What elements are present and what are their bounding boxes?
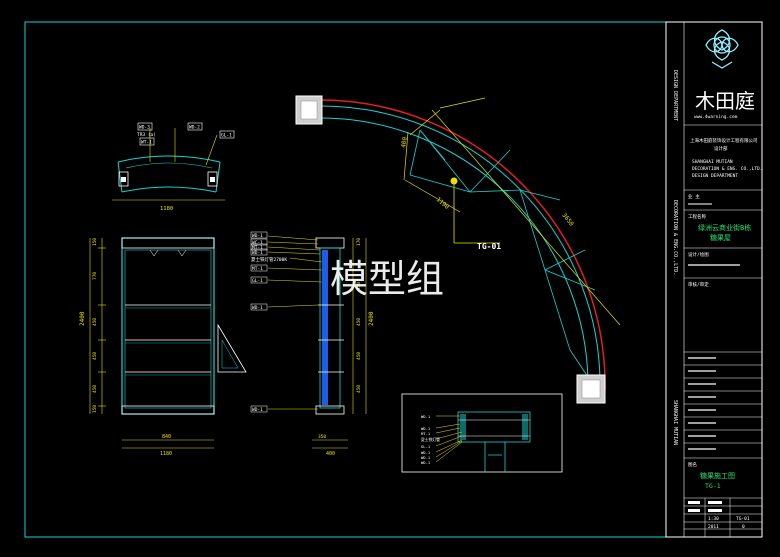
svg-text:SHANGHAI MUTIAN: SHANGHAI MUTIAN <box>692 159 733 165</box>
svg-text:WT-1: WT-1 <box>141 140 152 146</box>
svg-text:WD-1: WD-1 <box>421 450 431 455</box>
svg-text:2400: 2400 <box>79 311 86 326</box>
small-plan: 1180 WD-3 TR3 (a) WT-1 WD-2 GL-1 <box>112 122 235 212</box>
svg-text:MT-1: MT-1 <box>421 431 431 436</box>
svg-text:150: 150 <box>92 238 98 246</box>
dim-400: 400 <box>400 136 409 148</box>
section-blue-panel <box>322 250 328 405</box>
svg-text:450: 450 <box>92 385 98 393</box>
svg-text:WD-1: WD-1 <box>421 460 431 465</box>
watermark: 模型组 <box>330 257 444 301</box>
arc-outer-red <box>319 99 606 391</box>
drawing-title: 糖果施工图 <box>700 471 735 480</box>
svg-text:TR3 (a): TR3 (a) <box>137 132 156 138</box>
svg-text:450: 450 <box>356 282 362 290</box>
svg-text:DECORATION & ENG. CO.,LTD.: DECORATION & ENG. CO.,LTD. <box>692 166 762 172</box>
svg-text:2400: 2400 <box>368 311 375 326</box>
svg-text:WD-1: WD-1 <box>252 250 263 256</box>
svg-text:夏士铁灯管2700K: 夏士铁灯管2700K <box>251 256 287 263</box>
svg-text:450: 450 <box>92 352 98 360</box>
logo-url: www.4warning.com <box>694 114 738 120</box>
section-view: 2400 170 450 450 450 450 350 400 WD-1 WC… <box>250 231 375 457</box>
svg-text:DESIGN DEPARTMENT: DESIGN DEPARTMENT <box>672 70 678 121</box>
svg-text:SHANGHAI MUTIAN: SHANGHAI MUTIAN <box>672 400 678 445</box>
svg-text:170: 170 <box>356 238 362 246</box>
svg-text:WD-2: WD-2 <box>189 125 200 131</box>
svg-text:上海木田庭装饰设计工程有限公司: 上海木田庭装饰设计工程有限公司 <box>690 137 758 144</box>
arc-truss <box>409 129 596 381</box>
svg-text:WD-1: WD-1 <box>421 455 431 460</box>
svg-text:MT-1: MT-1 <box>252 245 263 251</box>
svg-text:WD-1: WD-1 <box>252 305 263 311</box>
svg-text:WD-1: WD-1 <box>421 426 431 431</box>
svg-text:WD-1: WD-1 <box>252 233 263 239</box>
svg-text:150: 150 <box>92 405 98 413</box>
svg-text:WD-3: WD-3 <box>139 125 150 131</box>
svg-text:GL-1: GL-1 <box>221 133 232 139</box>
svg-text:400: 400 <box>326 451 335 457</box>
project-name-line1: 绿洲云商业街B栋 <box>698 223 751 232</box>
svg-text:1180: 1180 <box>160 451 172 457</box>
dim-3650: 3650 <box>560 212 575 228</box>
svg-text:WD-1: WD-1 <box>252 407 263 413</box>
svg-text:设计部: 设计部 <box>714 145 728 152</box>
detail-box: WD-1 WD-1 MT-1 夏士铁灯管 GL-1 WD-1 WD-1 WD-1 <box>401 393 563 473</box>
section-callouts: WD-1 WC-1 MT-1 WD-1 夏士铁灯管2700K MT-1 GL-1… <box>250 231 287 413</box>
dim-1190: 1190 <box>435 196 451 211</box>
svg-text:审核/审定: 审核/审定 <box>688 281 709 288</box>
svg-text:GL-1: GL-1 <box>421 444 431 449</box>
svg-text:夏士铁灯管: 夏士铁灯管 <box>421 437 440 442</box>
svg-text:业 主: 业 主 <box>688 193 700 200</box>
svg-text:WC-1: WC-1 <box>252 240 263 246</box>
project-name-line2: 糖果屋 <box>710 233 731 242</box>
plan-dimensions <box>403 97 621 326</box>
svg-text:TG-01: TG-01 <box>736 516 750 522</box>
title-block: DESIGN DEPARTMENT DECORATION & ENG.CO.,L… <box>665 21 763 538</box>
svg-text:设计/绘图: 设计/绘图 <box>688 251 709 258</box>
svg-text:450: 450 <box>92 318 98 326</box>
svg-text:840: 840 <box>162 434 171 440</box>
small-plan-dim: 1180 <box>160 206 173 212</box>
svg-text:0: 0 <box>742 524 745 530</box>
svg-text:350: 350 <box>318 434 326 440</box>
svg-text:DESIGN DEPARTMENT: DESIGN DEPARTMENT <box>692 173 738 179</box>
tag-tg01: TG-01 <box>477 242 501 251</box>
arc-outer <box>321 105 601 391</box>
front-elevation: 2400 150 770 450 450 450 150 840 1180 <box>79 237 247 457</box>
svg-text:图名: 图名 <box>688 461 697 468</box>
svg-text:450: 450 <box>356 352 362 360</box>
svg-text:450: 450 <box>356 385 362 393</box>
svg-text:MT-1: MT-1 <box>252 266 263 272</box>
svg-text:770: 770 <box>92 272 98 280</box>
svg-text:450: 450 <box>356 318 362 326</box>
svg-text:WD-1: WD-1 <box>421 414 431 419</box>
svg-text:GL-1: GL-1 <box>252 278 263 284</box>
plan-view: 3650 400 1190 TG-01 <box>295 95 621 404</box>
logo-emblem <box>705 29 739 69</box>
svg-text:工程名称: 工程名称 <box>688 213 706 220</box>
logo-text: 木田庭 <box>695 89 755 113</box>
svg-text:DECORATION & ENG.CO.,LTD.: DECORATION & ENG.CO.,LTD. <box>672 200 678 275</box>
arc-inner <box>319 117 589 389</box>
drawing-code: TG-1 <box>705 482 721 490</box>
svg-text:2011: 2011 <box>708 524 719 530</box>
svg-text:1:30: 1:30 <box>708 516 719 522</box>
